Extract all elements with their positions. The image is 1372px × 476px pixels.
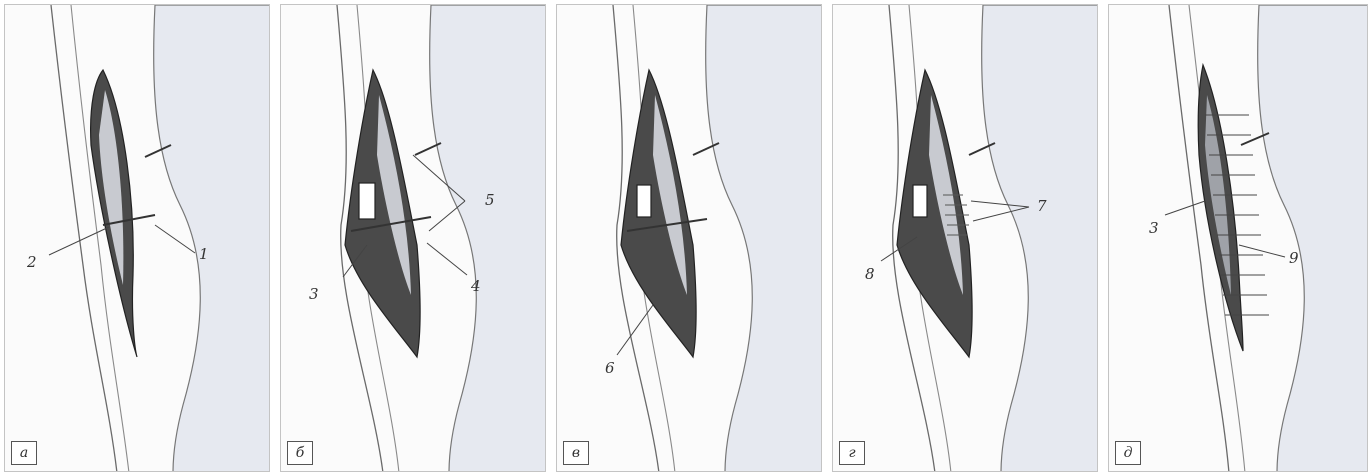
label-number: 6 [605, 359, 615, 377]
leg-right-fill [154, 5, 270, 472]
label-leader-3 [1165, 201, 1205, 215]
leg-right-fill [430, 5, 546, 472]
label-number: 1 [199, 245, 209, 263]
label-number: 3 [1149, 219, 1159, 237]
panel-letter: в [563, 441, 589, 465]
panel-d-drawing: 3 9 [1109, 5, 1368, 472]
panel-letter: а [11, 441, 37, 465]
label-number: 9 [1289, 249, 1299, 267]
panel-a: 1 2 а [4, 4, 270, 472]
panel-letter: б [287, 441, 313, 465]
label-leader-5b [429, 201, 465, 231]
panel-v-drawing: 6 [557, 5, 822, 472]
label-number: 3 [309, 285, 319, 303]
label-leader-4 [427, 243, 467, 275]
panel-g: 7 8 г [832, 4, 1098, 472]
label-number: 8 [865, 265, 875, 283]
panel-b-drawing: 3 4 5 [281, 5, 546, 472]
leg-right-fill [1258, 5, 1368, 472]
panel-letter: г [839, 441, 865, 465]
panel-b: 3 4 5 б [280, 4, 546, 472]
window-opening [637, 185, 651, 217]
panel-letter: д [1115, 441, 1141, 465]
label-leader-1 [155, 225, 195, 253]
window-opening [913, 185, 927, 217]
panel-d: 3 9 д [1108, 4, 1368, 472]
leg-right-fill [706, 5, 822, 472]
label-number: 2 [26, 253, 37, 271]
panel-a-drawing: 1 2 [5, 5, 270, 472]
panel-g-drawing: 7 8 [833, 5, 1098, 472]
window-opening [359, 183, 375, 219]
label-number: 5 [485, 191, 495, 209]
label-number: 4 [470, 277, 481, 295]
panel-v: 6 в [556, 4, 822, 472]
leg-right-fill [982, 5, 1098, 472]
label-number: 7 [1037, 197, 1047, 215]
label-leader-6 [617, 305, 653, 355]
